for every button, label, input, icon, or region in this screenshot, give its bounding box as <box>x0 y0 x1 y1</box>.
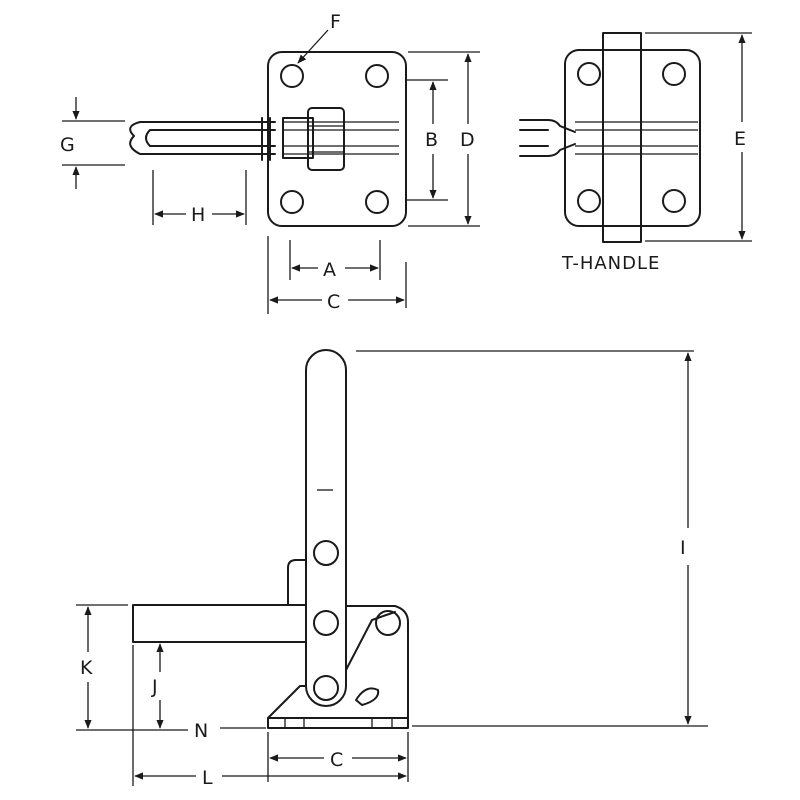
handle-pin <box>313 540 339 566</box>
label-g: G <box>60 134 75 156</box>
handle-collar <box>307 107 345 171</box>
mounting-hole <box>577 62 601 86</box>
t-handle-bar <box>602 32 642 243</box>
spindle-block <box>282 117 314 159</box>
t-handle-view: E T-HANDLE <box>519 32 752 274</box>
pivot-lug <box>287 559 307 606</box>
top-view: F G H A C B D <box>60 11 480 314</box>
mounting-hole <box>577 189 601 213</box>
label-c-top: C <box>327 291 340 313</box>
clamp-arm-u-bar <box>129 121 276 155</box>
arm-fork <box>519 119 576 133</box>
label-e: E <box>734 128 746 150</box>
handle-pin <box>313 610 339 636</box>
mounting-hole <box>365 190 389 214</box>
side-view: I K J N C L <box>76 349 708 789</box>
label-c-bottom: C <box>330 749 343 771</box>
base-plate <box>267 51 407 227</box>
t-handle-caption: T-HANDLE <box>561 253 660 274</box>
label-n: N <box>194 720 208 742</box>
mounting-hole <box>662 62 686 86</box>
base-plate <box>564 49 701 227</box>
vertical-handle <box>305 349 347 707</box>
label-f: F <box>330 11 341 33</box>
label-k: K <box>80 657 93 679</box>
base-foot <box>267 685 307 719</box>
label-d: D <box>460 129 475 151</box>
mounting-hole <box>365 64 389 88</box>
slot <box>355 687 380 706</box>
label-j: J <box>151 676 158 698</box>
mounting-hole <box>280 64 304 88</box>
label-h: H <box>191 204 205 226</box>
base-plate-side <box>267 717 409 729</box>
label-l: L <box>202 767 213 789</box>
label-b: B <box>425 129 438 151</box>
clamp-body <box>345 605 409 719</box>
mounting-hole <box>280 190 304 214</box>
label-i: I <box>680 537 686 559</box>
label-a: A <box>323 259 336 281</box>
pivot-pin <box>375 610 401 636</box>
handle-pin <box>313 675 339 701</box>
clamp-arm <box>132 604 307 643</box>
mounting-hole <box>662 189 686 213</box>
